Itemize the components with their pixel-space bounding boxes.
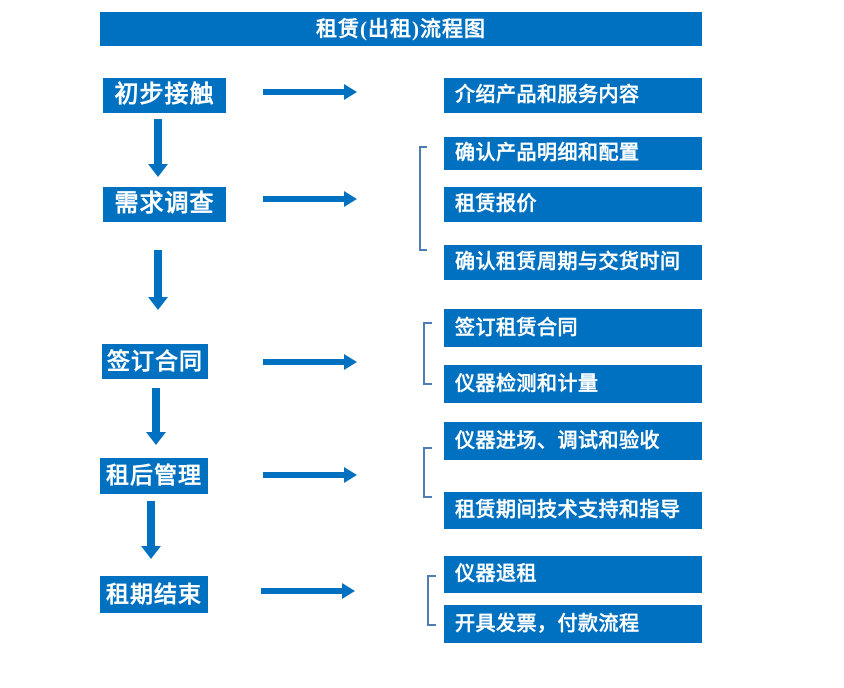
detail-box-rental-quotation: 租赁报价 [444, 187, 702, 222]
page-title: 租赁(出租)流程图 [100, 12, 702, 46]
arrow-stem [154, 119, 162, 165]
right-arrow-icon [263, 84, 357, 100]
arrow-stem [263, 472, 345, 478]
arrow-head [344, 191, 357, 207]
arrow-head [344, 354, 357, 370]
group-bracket [427, 575, 436, 626]
group-bracket [423, 322, 432, 385]
detail-box-confirm-product-config: 确认产品明细和配置 [444, 137, 702, 170]
right-arrow-icon [261, 583, 355, 599]
down-arrow-icon [141, 501, 161, 559]
detail-box-instrument-testing: 仪器检测和计量 [444, 365, 702, 403]
step-box-rental-end: 租期结束 [100, 576, 208, 613]
arrow-head [148, 164, 168, 177]
detail-box-invoice-payment: 开具发票，付款流程 [444, 605, 702, 643]
arrow-head [146, 432, 166, 445]
arrow-head [342, 583, 355, 599]
arrow-head [141, 546, 161, 559]
step-box-sign-contract: 签订合同 [102, 344, 208, 379]
detail-box-instrument-return: 仪器退租 [444, 556, 702, 593]
arrow-stem [263, 196, 345, 202]
detail-box-sign-rental-contract: 签订租赁合同 [444, 309, 702, 347]
detail-box-introduce-products: 介绍产品和服务内容 [444, 78, 702, 113]
step-box-demand-survey: 需求调查 [103, 187, 226, 222]
arrow-stem [147, 501, 155, 547]
group-bracket [423, 447, 432, 498]
down-arrow-icon [148, 119, 168, 177]
group-bracket [419, 146, 427, 251]
down-arrow-icon [146, 388, 166, 445]
arrow-stem [152, 388, 160, 433]
step-box-initial-contact: 初步接触 [103, 78, 226, 113]
arrow-head [148, 297, 168, 310]
arrow-head [344, 84, 357, 100]
down-arrow-icon [148, 250, 168, 310]
right-arrow-icon [263, 467, 357, 483]
right-arrow-icon [263, 191, 357, 207]
right-arrow-icon [263, 354, 357, 370]
arrow-stem [154, 250, 162, 298]
arrow-stem [263, 89, 345, 95]
arrow-stem [261, 588, 343, 594]
arrow-head [344, 467, 357, 483]
detail-box-confirm-period-delivery: 确认租赁周期与交货时间 [444, 245, 702, 280]
detail-box-technical-support: 租赁期间技术支持和指导 [444, 492, 702, 529]
step-box-post-rental-management: 租后管理 [100, 458, 208, 494]
arrow-stem [263, 359, 345, 365]
detail-box-instrument-setup-acceptance: 仪器进场、调试和验收 [444, 422, 702, 460]
